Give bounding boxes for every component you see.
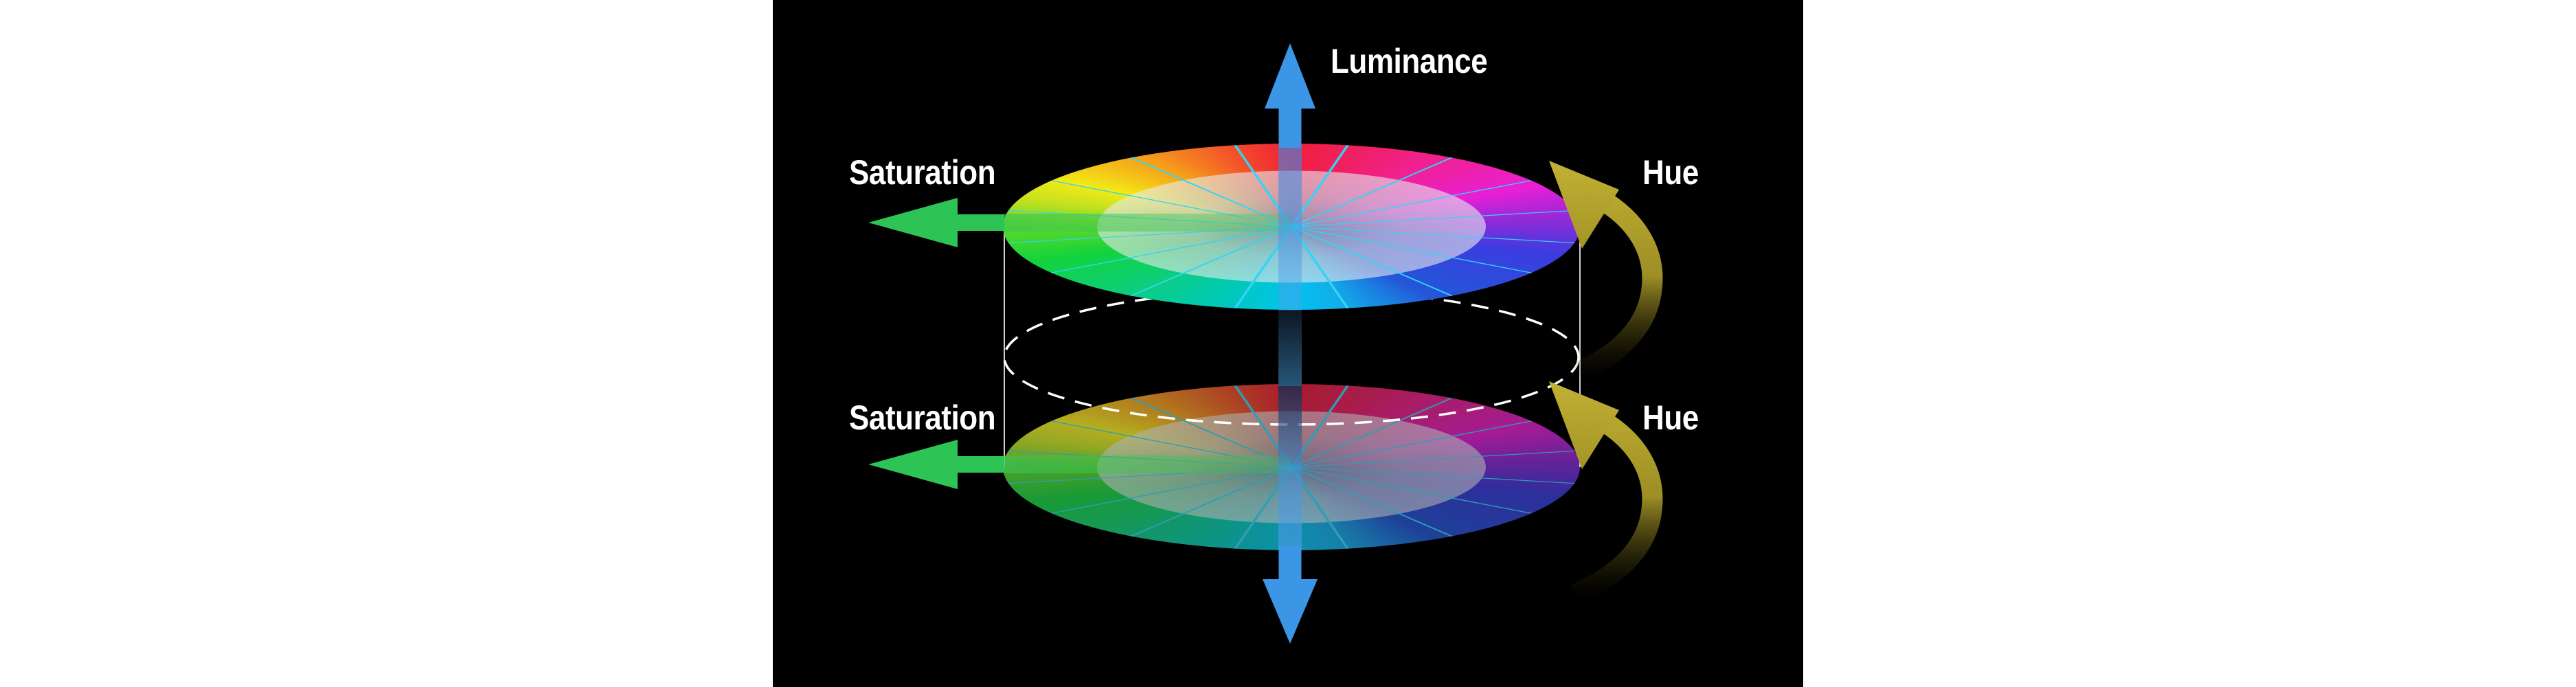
luminance-axis-shaft-middle [1278, 311, 1302, 386]
saturation-band-upper [1004, 214, 1291, 232]
luminance-arrow-down-icon [1263, 546, 1318, 644]
hue-rotation-arrow-lower-icon [1549, 381, 1663, 603]
luminance-axis-band-upper [1278, 146, 1302, 311]
luminance-arrow-up-icon [1265, 43, 1315, 148]
label-saturation-upper: Saturation [849, 153, 996, 192]
luminance-axis-band-lower [1278, 386, 1302, 550]
label-saturation-lower: Saturation [849, 398, 996, 437]
saturation-band-lower [1004, 455, 1291, 473]
hue-rotation-arrow-upper-icon [1549, 161, 1663, 383]
saturation-arrow-upper-icon [868, 198, 1004, 247]
cylinder-right-edge-line [1579, 227, 1581, 467]
label-hue-lower: Hue [1642, 398, 1699, 437]
cylinder-left-edge-line [1004, 227, 1005, 467]
saturation-arrow-lower-icon [868, 440, 1004, 489]
label-hue-upper: Hue [1642, 153, 1699, 192]
label-luminance: Luminance [1331, 42, 1488, 80]
